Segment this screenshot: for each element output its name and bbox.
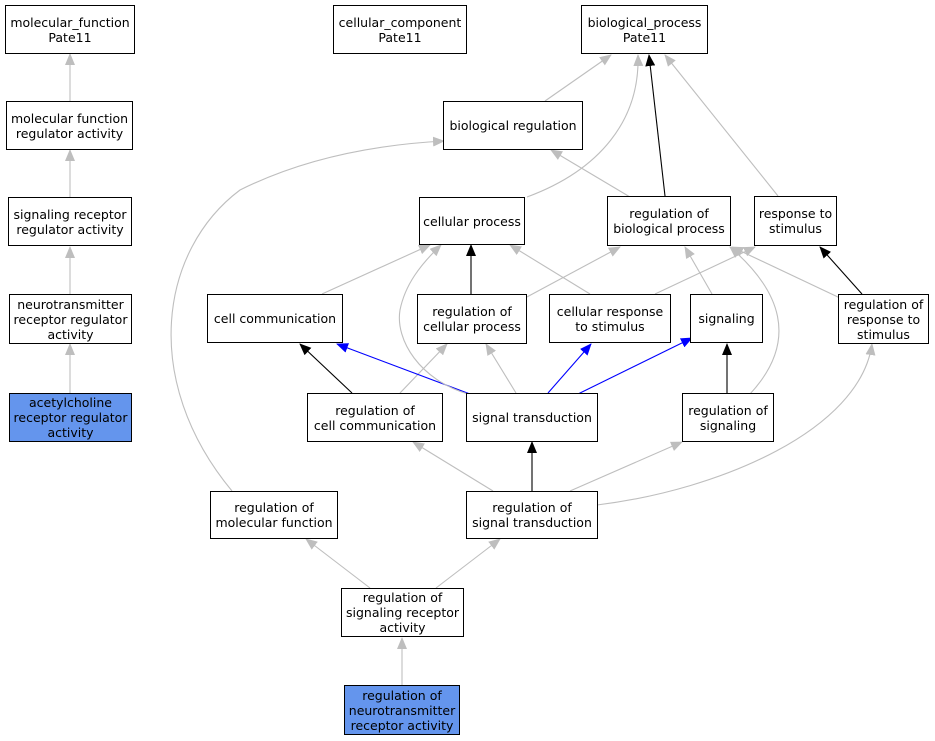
edge-rbp-to-br	[550, 149, 631, 198]
node-cellular-process[interactable]: cellular process	[419, 197, 525, 245]
edge-st-to-cp	[398, 244, 469, 395]
edge-rst-to-rms	[596, 343, 876, 506]
edge-rmf-to-br	[170, 136, 445, 492]
edge-rsra-to-rmf	[305, 538, 371, 589]
edge-rbp-to-bp	[645, 54, 666, 197]
edge-cc-to-cp	[321, 244, 431, 295]
node-response-to-stimulus[interactable]: response to stimulus	[754, 196, 837, 246]
node-regulation-of-cell-communication[interactable]: regulation of cell communication	[307, 393, 443, 442]
edge-rcp-to-rbp	[524, 246, 621, 299]
node-molecular-function-regulator-activity[interactable]: molecular function regulator activity	[6, 101, 133, 150]
edge-st-to-cc	[336, 343, 471, 395]
node-regulation-of-signaling-receptor-activity[interactable]: regulation of signaling receptor activit…	[341, 588, 464, 637]
edge-rsra-to-rst	[435, 538, 501, 589]
edge-br-to-bp	[544, 54, 612, 102]
node-signal-transduction[interactable]: signal transduction	[466, 393, 598, 442]
edge-cp-to-bp	[526, 54, 644, 198]
edge-st-to-crs	[547, 343, 592, 394]
node-signaling-receptor-regulator-activity[interactable]: signaling receptor regulator activity	[8, 197, 132, 246]
edge-crs-to-cp	[509, 244, 591, 295]
node-cell-communication[interactable]: cell communication	[207, 294, 343, 343]
node-regulation-of-neurotransmitter-receptor-activity[interactable]: regulation of neurotransmitter receptor …	[344, 685, 460, 735]
edge-rms-to-rbp	[731, 246, 841, 299]
node-acetylcholine-receptor-regulator-activity[interactable]: acetylcholine receptor regulator activit…	[9, 393, 132, 442]
edge-rcc-to-cc	[299, 343, 353, 394]
edge-sig-to-rbp	[684, 246, 713, 295]
edge-rst-to-rs	[569, 441, 683, 492]
node-regulation-of-signaling[interactable]: regulation of signaling	[682, 393, 774, 442]
node-regulation-of-signal-transduction[interactable]: regulation of signal transduction	[466, 491, 598, 539]
edge-rms-to-rts	[819, 246, 863, 295]
node-regulation-of-cellular-process[interactable]: regulation of cellular process	[417, 294, 527, 344]
node-regulation-of-response-to-stimulus[interactable]: regulation of response to stimulus	[838, 294, 929, 344]
node-cellular-component-root[interactable]: cellular_component Pate11	[333, 5, 467, 54]
node-signaling[interactable]: signaling	[690, 294, 763, 343]
node-neurotransmitter-receptor-regulator-activity[interactable]: neurotransmitter receptor regulator acti…	[9, 294, 132, 344]
node-molecular-function-root[interactable]: molecular_function Pate11	[5, 5, 135, 54]
node-cellular-response-to-stimulus[interactable]: cellular response to stimulus	[549, 294, 671, 343]
node-biological-regulation[interactable]: biological regulation	[443, 101, 583, 150]
node-regulation-of-biological-process[interactable]: regulation of biological process	[607, 196, 731, 246]
edge-st-to-sig	[577, 337, 693, 395]
edge-rts-to-bp	[664, 54, 779, 197]
edge-crs-to-rts	[654, 246, 756, 295]
node-biological-process-root[interactable]: biological_process Pate11	[581, 5, 708, 54]
edge-rs-to-rbp	[729, 246, 780, 395]
edge-rst-to-rcc	[412, 441, 494, 492]
edge-st-to-rcp	[485, 343, 517, 394]
node-regulation-of-molecular-function[interactable]: regulation of molecular function	[210, 491, 338, 539]
